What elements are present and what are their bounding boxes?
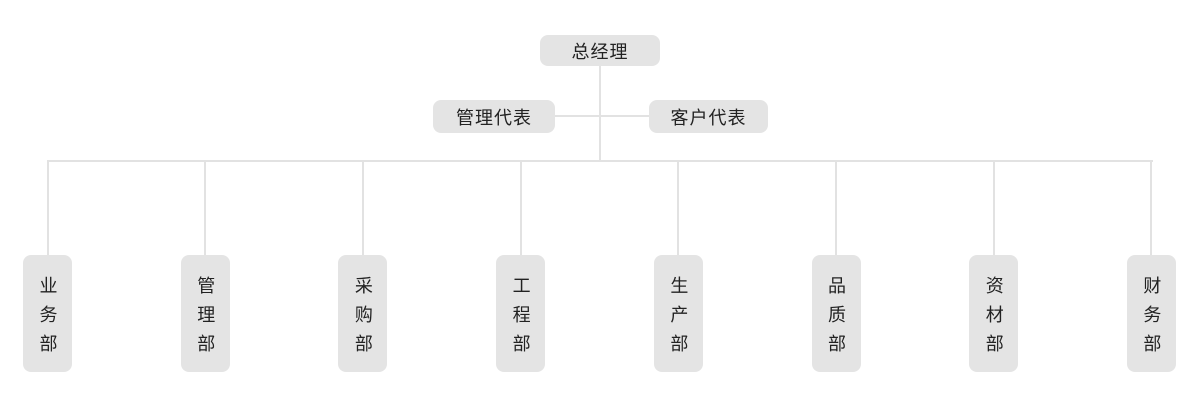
- node-dept-materials[interactable]: 资材部: [969, 255, 1019, 372]
- dept-label: 品质部: [826, 275, 847, 363]
- connector-drop-management: [181, 161, 230, 255]
- node-dept-purchasing[interactable]: 采购部: [338, 255, 388, 372]
- dept-label: 工程部: [510, 275, 531, 363]
- node-management-representative[interactable]: 管理代表: [433, 100, 555, 133]
- connector-main-horizontal: [47, 160, 1153, 162]
- dept-label: 业务部: [37, 275, 58, 363]
- department-row: 业务部 管理部 采购部 工程部 生产部 品质部 资材部 财务部: [23, 255, 1176, 372]
- connector-drop-purchasing: [338, 161, 387, 255]
- connector-drop-quality: [812, 161, 861, 255]
- connector-root-vertical: [599, 66, 601, 161]
- node-general-manager[interactable]: 总经理: [540, 35, 660, 66]
- connector-drop-row: [23, 161, 1176, 255]
- node-dept-quality[interactable]: 品质部: [811, 255, 861, 372]
- dept-label: 采购部: [352, 275, 373, 363]
- node-customer-representative[interactable]: 客户代表: [649, 100, 768, 133]
- node-dept-business[interactable]: 业务部: [23, 255, 72, 372]
- dept-label: 生产部: [668, 275, 689, 363]
- connector-drop-materials: [969, 161, 1018, 255]
- connector-representatives-horizontal: [555, 115, 649, 117]
- node-dept-production[interactable]: 生产部: [653, 255, 703, 372]
- node-dept-management[interactable]: 管理部: [180, 255, 230, 372]
- connector-drop-finance: [1127, 161, 1176, 255]
- dept-label: 财务部: [1141, 275, 1162, 363]
- connector-drop-engineering: [496, 161, 545, 255]
- node-dept-engineering[interactable]: 工程部: [496, 255, 546, 372]
- connector-drop-business: [23, 161, 72, 255]
- node-dept-finance[interactable]: 财务部: [1126, 255, 1176, 372]
- dept-label: 管理部: [195, 275, 216, 363]
- connector-drop-production: [654, 161, 703, 255]
- dept-label: 资材部: [983, 275, 1004, 363]
